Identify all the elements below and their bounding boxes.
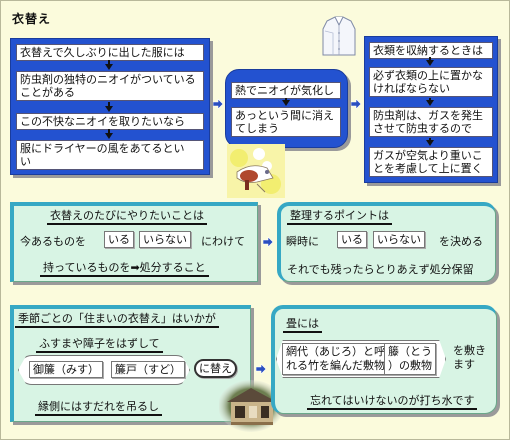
step-disappears: あっという間に消え てしまう	[231, 107, 341, 137]
house-photo	[218, 380, 284, 432]
step-remove-odor: この不快なニオイを取りたいなら	[16, 113, 204, 130]
panel-e-heading: 整理するポイントは	[287, 208, 392, 225]
down-arrow-icon	[429, 57, 431, 62]
down-arrow-icon	[108, 129, 110, 135]
hold-disposal-line: それでも残ったらとりあえず処分保留	[287, 263, 474, 276]
instant-label: 瞬時に	[286, 235, 319, 248]
panel-f-heading: 季節ごとの「住まいの衣替え」はいかが	[15, 311, 219, 328]
step-insecticide-gas: 防虫剤は、ガスを発生 させて防虫するので	[369, 107, 493, 137]
right-arrow-icon	[351, 99, 361, 109]
decide-label: を決める	[439, 235, 483, 248]
tag-misu: 御簾（みす）	[29, 361, 103, 378]
step-heat-vaporizes: 熱でニオイが気化し	[231, 82, 341, 99]
right-arrow-icon	[256, 364, 266, 374]
shirt-illustration	[319, 15, 359, 57]
tag-rattan-mat: 籐（とう ）の敷物	[384, 343, 436, 375]
right-arrow-icon: ➡	[130, 261, 140, 274]
right-arrow-icon	[213, 99, 223, 109]
down-arrow-icon	[108, 60, 110, 66]
step-place-on-top: 必ず衣類の上に置かな ければならない	[369, 67, 493, 97]
water-sprinkling-line: 忘れてはいけないのが打ち水です	[307, 393, 478, 410]
panel-g-heading: 畳には	[283, 316, 322, 333]
tag-discard: いらない	[139, 231, 191, 248]
tag-keep: いる	[337, 231, 367, 248]
tag-sudo: 簾戸（すど）	[111, 361, 185, 378]
dispose-line: 持っているものを➡処分すること	[40, 260, 209, 277]
page-title: 衣替え	[12, 12, 52, 26]
sort-line-prefix: 今あるものを	[20, 235, 86, 248]
tag-ajiro-mat: 網代（あじろ）と呼ば れる竹を編んだ敷物	[282, 343, 400, 375]
right-arrow-icon	[263, 237, 273, 247]
tag-keep: いる	[104, 231, 134, 248]
tag-discard: いらない	[373, 231, 425, 248]
sort-line-suffix: にわけて	[201, 235, 245, 248]
step-use-dryer: 服にドライヤーの風をあてるとい い	[16, 140, 204, 170]
step-odor-present: 防虫剤の独特のニオイがついている ことがある	[16, 71, 204, 101]
spread-label: を敷き ます	[453, 344, 486, 371]
step-clothes-taken-out: 衣替えで久しぶりに出した服には	[16, 44, 204, 61]
down-arrow-icon	[108, 102, 110, 108]
replace-label: に替え	[194, 359, 237, 378]
hang-blinds-line: 縁側にはすだれを吊るし	[35, 399, 162, 416]
panel-d-heading: 衣替えのたびにやりたいことは	[47, 208, 207, 225]
step-storing-clothes: 衣類を収納するときは	[369, 42, 493, 59]
dryer-illustration	[227, 144, 285, 198]
step-gas-heavier: ガスが空気より重いこ とを考慮して上に置く	[369, 147, 493, 177]
remove-sliding-doors: ふすまや障子をはずして	[36, 336, 163, 353]
